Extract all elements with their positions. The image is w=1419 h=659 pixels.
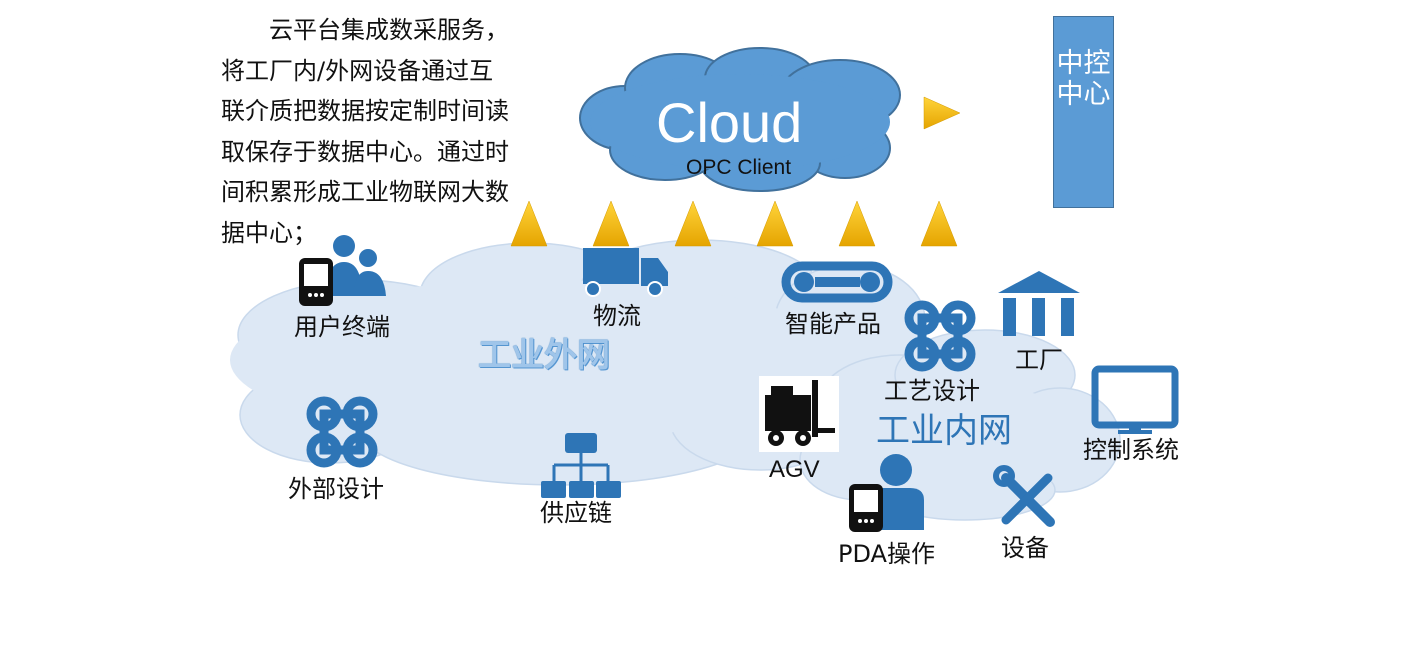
node-label-user-terminal: 用户终端 xyxy=(294,313,390,341)
external-network-label: 工业外网 xyxy=(478,335,610,374)
node-label-factory: 工厂 xyxy=(1015,346,1063,374)
monitor-icon xyxy=(1091,365,1179,434)
intro-paragraph: 云平台集成数采服务， 将工厂内/外网设备通过互 联介质把数据按定制时间读 取保存… xyxy=(221,10,551,253)
intro-line: 间积累形成工业物联网大数 xyxy=(221,178,509,206)
node-label-agv: AGV xyxy=(769,456,820,483)
external-network-cloud xyxy=(230,239,926,486)
node-label-logistics: 物流 xyxy=(593,302,641,330)
opc-cloud-shape xyxy=(579,47,901,192)
up-arrow-icon xyxy=(510,200,548,247)
smart-product-icon xyxy=(781,261,893,303)
up-arrow-icon xyxy=(592,200,630,247)
intro-line: 将工厂内/外网设备通过互 xyxy=(221,56,494,85)
cloud-subtitle: OPC Client xyxy=(686,156,792,179)
org-chart-icon xyxy=(541,433,621,498)
up-arrow-icon xyxy=(756,200,794,247)
node-label-control-system: 控制系统 xyxy=(1083,436,1179,464)
command-key-icon xyxy=(306,396,378,468)
up-arrow-icon xyxy=(838,200,876,247)
node-label-process-design: 工艺设计 xyxy=(884,377,980,405)
up-arrow-icon xyxy=(674,200,712,247)
node-label-pda: PDA操作 xyxy=(838,540,935,568)
up-arrow-icon xyxy=(920,200,958,247)
tools-icon xyxy=(993,465,1055,527)
intro-line: 据中心； xyxy=(221,218,317,247)
control-center-label: 中控中心 xyxy=(1056,48,1111,110)
truck-icon xyxy=(583,248,668,297)
control-center-box xyxy=(1053,16,1114,208)
intro-line: 云平台集成数采服务， xyxy=(269,16,509,44)
users-icon xyxy=(326,235,386,296)
pda-icon xyxy=(849,484,883,532)
intro-line: 取保存于数据中心。通过时 xyxy=(221,137,509,166)
intro-line: 联介质把数据按定制时间读 xyxy=(221,97,509,125)
upload-arrows xyxy=(510,200,958,247)
node-label-equipment: 设备 xyxy=(1001,534,1049,562)
command-key-icon xyxy=(904,300,976,372)
factory-icon xyxy=(998,271,1080,336)
internal-network-label: 工业内网 xyxy=(876,411,1012,451)
pda-icon xyxy=(299,258,333,306)
node-label-external-design: 外部设计 xyxy=(288,475,384,503)
cloud-title: Cloud xyxy=(656,91,803,154)
forklift-icon xyxy=(759,376,839,452)
node-label-smart-product: 智能产品 xyxy=(785,310,881,338)
node-label-supply-chain: 供应链 xyxy=(540,499,612,527)
right-arrow-icon xyxy=(923,96,961,130)
